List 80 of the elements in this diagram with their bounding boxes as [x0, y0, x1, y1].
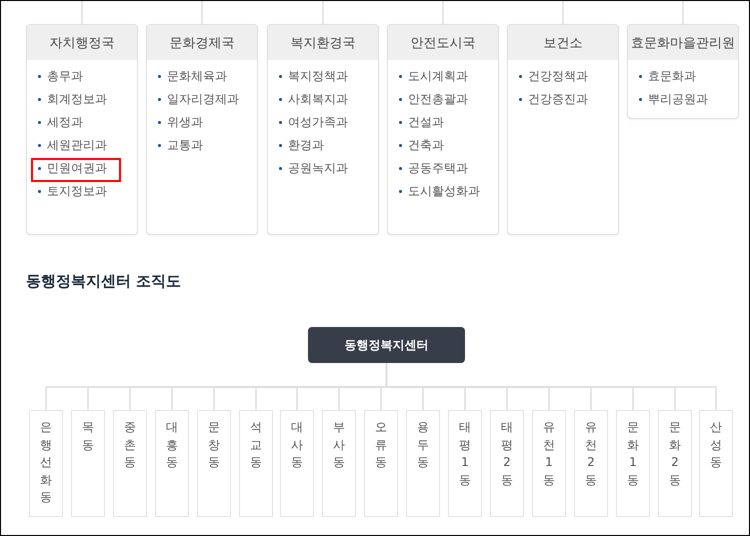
department-card	[627, 24, 739, 119]
district-name: 문화1동	[627, 419, 639, 488]
district-name: 중촌동	[124, 419, 136, 471]
district-name: 유천2동	[585, 419, 597, 488]
team-name: 사회복지과	[288, 91, 348, 108]
district-box	[29, 410, 63, 517]
district-box	[406, 410, 440, 517]
district-box	[699, 410, 733, 517]
district-name: 태평2동	[501, 419, 513, 488]
team-name: 효문화과	[648, 68, 696, 85]
district-box	[448, 410, 482, 517]
connector-line	[682, 1, 684, 24]
team-name: 세정과	[47, 114, 83, 131]
district-box	[658, 410, 692, 517]
team-name: 환경과	[288, 137, 324, 154]
team-name: 세원관리과	[47, 137, 107, 154]
district-box	[239, 410, 273, 517]
connector-line	[201, 1, 203, 24]
team-name: 건축과	[408, 137, 444, 154]
team-name: 건설과	[408, 114, 444, 131]
district-box	[532, 410, 566, 517]
district-box	[197, 410, 231, 517]
department-card	[507, 24, 619, 235]
district-box	[71, 410, 105, 517]
section-title: 동행정복지센터 조직도	[26, 272, 182, 291]
team-name: 문화체육과	[167, 68, 227, 85]
department-title: 자치행정국	[50, 34, 114, 52]
team-name: 도시계획과	[408, 68, 468, 85]
connector-line	[322, 1, 324, 24]
district-box	[280, 410, 314, 517]
team-name: 공원녹지과	[288, 160, 348, 177]
district-name: 대흥동	[166, 419, 178, 471]
district-name: 산성동	[710, 419, 722, 471]
district-name: 은행선화동	[40, 419, 52, 506]
district-box	[113, 410, 147, 517]
district-name: 용두동	[417, 419, 429, 471]
district-name: 석교동	[250, 419, 262, 471]
team-name: 공동주택과	[408, 160, 468, 177]
team-name: 총무과	[47, 68, 83, 85]
department-title: 문화경제국	[170, 34, 234, 52]
team-name: 교통과	[167, 137, 203, 154]
district-box	[364, 410, 398, 517]
department-card	[387, 24, 499, 235]
district-name: 태평1동	[459, 419, 471, 488]
district-box	[322, 410, 356, 517]
connector-line	[81, 1, 83, 24]
department-title: 보건소	[544, 34, 582, 52]
district-name: 부사동	[333, 419, 345, 471]
team-name: 일자리경제과	[167, 91, 239, 108]
center-box	[308, 327, 465, 363]
department-card	[146, 24, 258, 235]
department-card	[267, 24, 379, 235]
district-name: 문창동	[208, 419, 220, 471]
connector-line	[442, 1, 444, 24]
department-title: 안전도시국	[410, 34, 476, 52]
center-name: 동행정복지센터	[344, 336, 428, 354]
team-name: 민원여권과	[47, 160, 107, 177]
team-name: 건강증진과	[528, 91, 588, 108]
district-name: 오류동	[375, 419, 387, 471]
district-name: 문화2동	[669, 419, 681, 488]
team-name: 여성가족과	[288, 114, 348, 131]
district-box	[490, 410, 524, 517]
team-name: 뿌리공원과	[648, 91, 708, 108]
connector-line	[562, 1, 564, 24]
team-name: 위생과	[167, 114, 203, 131]
team-name: 건강정책과	[528, 68, 588, 85]
district-name: 대사동	[291, 419, 303, 471]
district-box	[616, 410, 650, 517]
team-name: 도시활성화과	[408, 183, 480, 200]
district-name: 목동	[82, 419, 94, 454]
district-name: 유천1동	[543, 419, 555, 488]
team-name: 복지정책과	[288, 68, 348, 85]
department-title: 효문화마을관리원	[631, 34, 735, 52]
department-card	[26, 24, 138, 235]
district-box	[574, 410, 608, 517]
department-title: 복지환경국	[290, 34, 356, 52]
team-name: 토지정보과	[47, 183, 107, 200]
team-name: 안전총괄과	[408, 91, 468, 108]
district-box	[155, 410, 189, 517]
team-name: 회계정보과	[47, 91, 107, 108]
